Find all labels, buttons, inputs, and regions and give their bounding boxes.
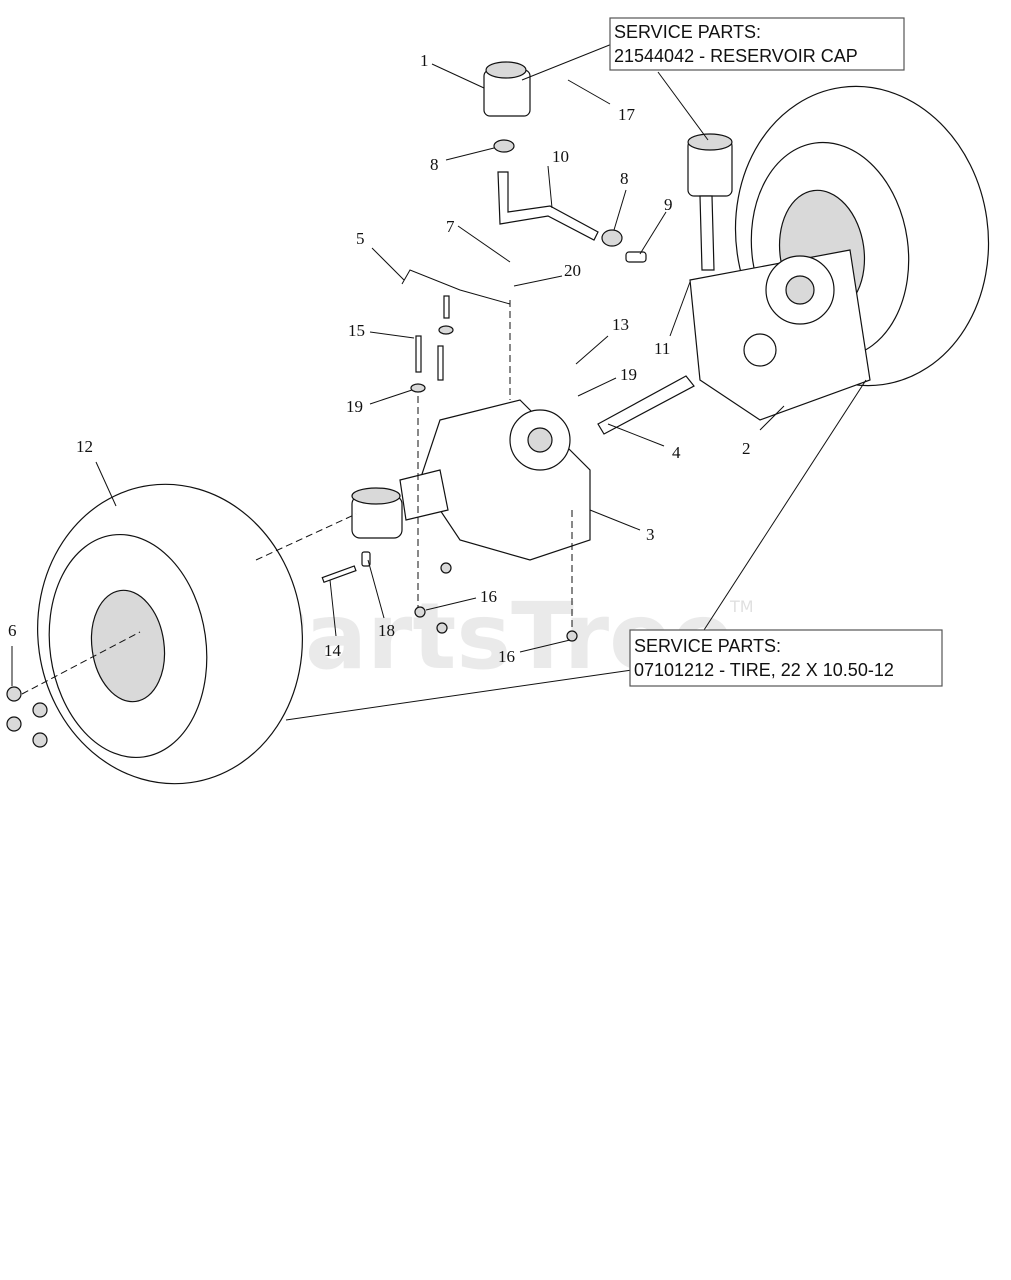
callout-reservoir-cap: SERVICE PARTS: 21544042 - RESERVOIR CAP <box>609 17 905 71</box>
nut-16a <box>414 606 426 618</box>
control-rod <box>401 269 511 305</box>
callout-tire-line1: SERVICE PARTS: <box>634 636 781 656</box>
label-9: 9 <box>664 195 673 214</box>
washer-19a <box>410 383 426 393</box>
label-19b: 19 <box>620 365 637 384</box>
label-6: 6 <box>8 621 17 640</box>
top-reservoir <box>483 61 531 117</box>
label-19a: 19 <box>346 397 363 416</box>
nut-low <box>440 562 452 574</box>
label-12: 12 <box>76 437 93 456</box>
axle-rod <box>597 375 695 435</box>
clamp-mid <box>601 229 623 247</box>
hose <box>497 171 599 241</box>
nut-mid <box>436 622 448 634</box>
label-20: 20 <box>564 261 581 280</box>
label-11: 11 <box>654 339 670 358</box>
label-14: 14 <box>324 641 342 660</box>
leader-lines <box>11 43 867 721</box>
left-transmission <box>351 399 591 561</box>
label-15: 15 <box>348 321 365 340</box>
label-17: 17 <box>618 105 636 124</box>
label-16b: 16 <box>498 647 515 666</box>
label-7: 7 <box>446 217 455 236</box>
callout-tire-line2: 07101212 - TIRE, 22 X 10.50-12 <box>634 660 894 680</box>
spacer-18 <box>361 551 371 567</box>
label-5: 5 <box>356 229 365 248</box>
bolt-15a <box>415 335 422 373</box>
guide-tire <box>255 513 357 561</box>
label-2: 2 <box>742 439 751 458</box>
callout-tire: SERVICE PARTS: 07101212 - TIRE, 22 X 10.… <box>629 629 943 687</box>
label-18: 18 <box>378 621 395 640</box>
fitting <box>625 251 647 263</box>
right-transmission <box>689 249 871 421</box>
label-8a: 8 <box>430 155 439 174</box>
label-1: 1 <box>420 51 429 70</box>
lug-nuts <box>6 686 48 748</box>
bolt-top <box>443 295 450 319</box>
bolt-15b <box>437 345 444 381</box>
clamp-top <box>493 139 515 153</box>
bolt-14 <box>321 565 357 584</box>
guide-nuts <box>21 631 141 695</box>
label-13: 13 <box>612 315 629 334</box>
callout-reservoir-line2: 21544042 - RESERVOIR CAP <box>614 46 858 66</box>
watermark-tm: TM <box>729 597 754 616</box>
label-10: 10 <box>552 147 569 166</box>
nut-16b <box>566 630 578 642</box>
label-4: 4 <box>672 443 681 462</box>
callout-reservoir-line1: SERVICE PARTS: <box>614 22 761 42</box>
label-8b: 8 <box>620 169 629 188</box>
washer-19c <box>438 325 454 335</box>
left-tire <box>37 483 303 785</box>
label-3: 3 <box>646 525 655 544</box>
label-16a: 16 <box>480 587 497 606</box>
right-reservoir <box>687 133 733 271</box>
